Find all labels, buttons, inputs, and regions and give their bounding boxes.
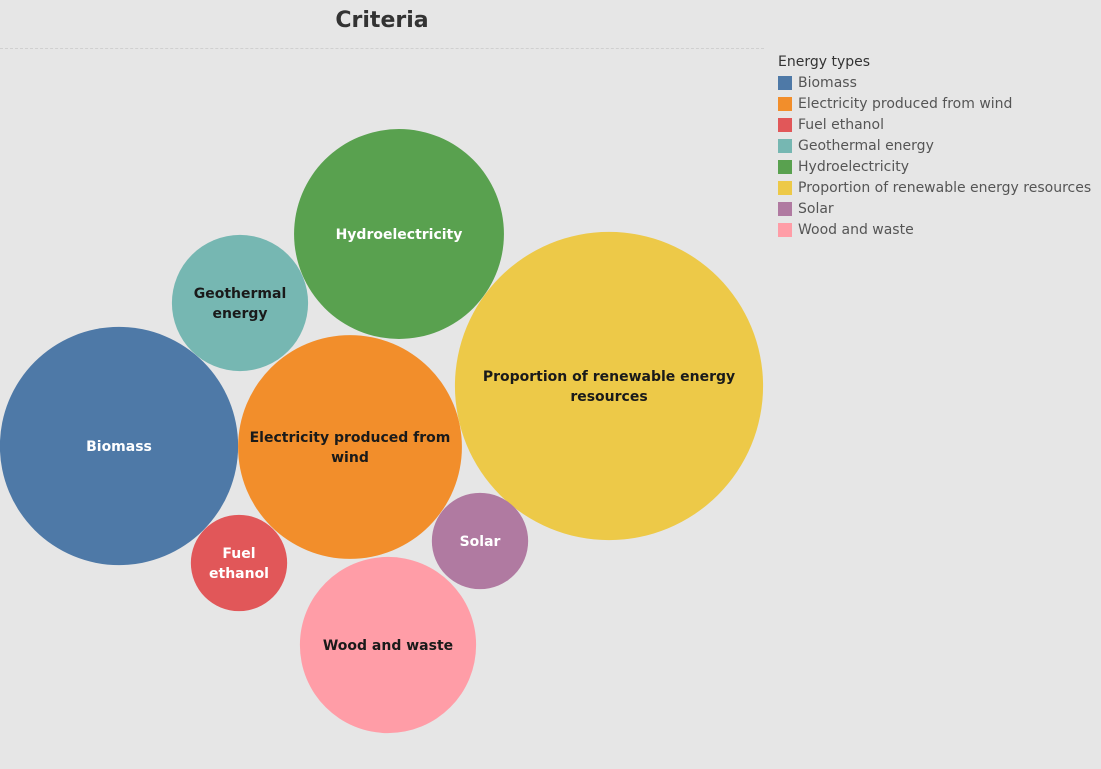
legend-swatch [778,201,792,216]
legend-item[interactable]: Hydroelectricity [778,156,1091,177]
bubble-label: wind [331,450,369,466]
legend-label: Electricity produced from wind [798,95,1013,112]
bubble-label: Hydroelectricity [336,227,463,243]
legend-swatch [778,96,792,111]
legend-label: Proportion of renewable energy resources [798,179,1092,196]
legend-title: Energy types [778,54,871,70]
title-divider [0,48,764,49]
legend-label: Geothermal energy [798,137,934,154]
legend-item[interactable]: Biomass [778,72,1091,93]
legend-item[interactable]: Electricity produced from wind [778,93,1091,114]
bubble-label: Biomass [86,439,152,455]
bubble-label: resources [570,389,647,405]
legend-label: Biomass [798,74,857,91]
bubble[interactable]: Biomass [0,326,239,566]
bubble-circle[interactable] [0,326,239,566]
bubble-circle[interactable] [171,234,309,372]
legend-swatch [778,117,792,132]
bubble[interactable]: Solar [431,492,529,590]
legend-item[interactable]: Geothermal energy [778,135,1091,156]
legend-swatch [778,138,792,153]
bubble-label: Geothermal [194,286,287,302]
bubble-label: Proportion of renewable energy [483,369,735,385]
bubble[interactable]: Electricity produced from wind [238,335,462,559]
bubble[interactable]: Wood and waste [299,556,477,734]
bubble-label: Electricity produced from [250,430,451,446]
bubble-label: Solar [460,534,501,550]
legend-label: Fuel ethanol [798,116,884,133]
bubble[interactable]: Proportion of renewable energy resources [454,231,764,541]
legend-item[interactable]: Wood and waste [778,219,1091,240]
bubble-circle[interactable] [294,129,504,339]
legend-label: Wood and waste [798,221,914,238]
bubble[interactable]: Geothermal energy [171,234,309,372]
bubble-label: Fuel [222,546,255,562]
bubble-label: Wood and waste [323,638,453,654]
legend-item[interactable]: Proportion of renewable energy resources [778,177,1091,198]
legend-swatch [778,222,792,237]
legend-label: Hydroelectricity [798,158,910,175]
bubble[interactable]: Hydroelectricity [294,129,504,339]
legend-swatch [778,180,792,195]
chart-title: Criteria [335,8,429,33]
legend-swatch [778,75,792,90]
legend-item[interactable]: Solar [778,198,1091,219]
legend-item[interactable]: Fuel ethanol [778,114,1091,135]
bubble-label: ethanol [209,566,269,582]
legend-swatch [778,159,792,174]
bubble-circle[interactable] [238,335,462,559]
bubble-circle[interactable] [299,556,477,734]
bubble-circle[interactable] [190,514,288,612]
bubble-circle[interactable] [454,231,764,541]
legend-label: Solar [798,200,834,217]
bubble-circle[interactable] [431,492,529,590]
bubble[interactable]: Fuel ethanol [190,514,288,612]
bubble-label: energy [212,306,267,322]
